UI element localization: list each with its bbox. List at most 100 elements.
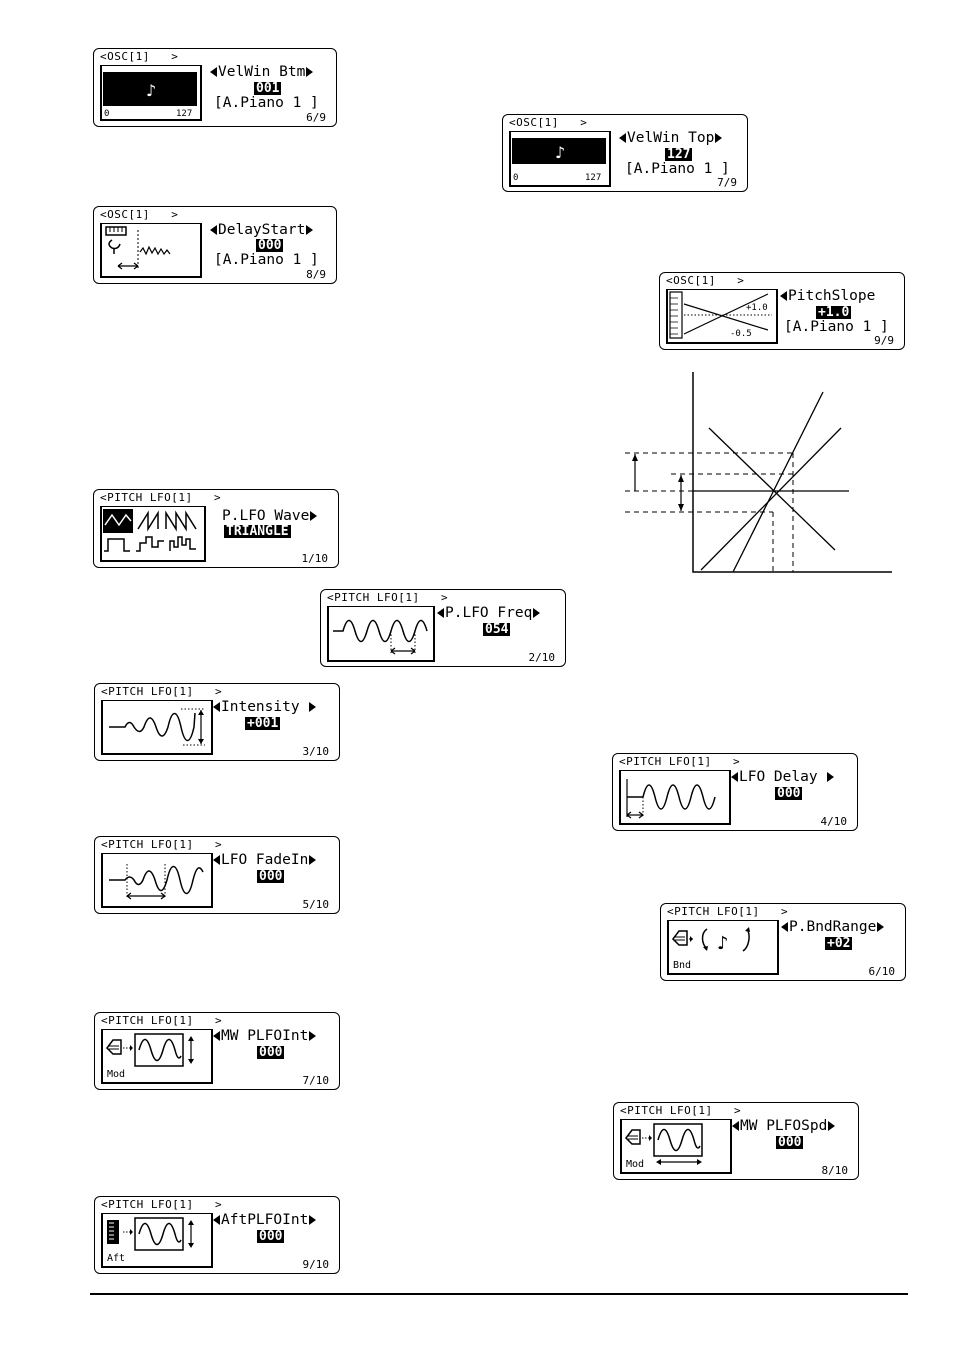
param-name[interactable]: PitchSlope [780,288,875,304]
screen-header: <OSC[1] > [100,50,179,63]
right-arrow-icon[interactable] [877,922,885,932]
screen-header: <PITCH LFO[1] > [620,1104,742,1117]
source-label: Aft [107,1253,125,1264]
param-name[interactable]: P.BndRange [781,919,885,935]
velocity-window-graphic: ♪ 0 127 [509,131,611,187]
param-value[interactable]: 000 [776,1135,804,1150]
left-arrow-icon[interactable] [210,67,217,77]
left-arrow-icon[interactable] [731,772,738,782]
lcd-aft-plfoint: <PITCH LFO[1] > Aft AftPLFOInt 000 9/10 [94,1196,340,1274]
range-min-label: 0 [104,109,109,118]
param-value[interactable]: +02 [825,936,853,951]
param-value[interactable]: 054 [483,622,511,637]
param-name[interactable]: MW PLFOSpd [732,1118,836,1134]
lcd-velwin-top: <OSC[1] > ♪ 0 127 VelWin Top 127 [A.Pian… [502,114,748,192]
page-indicator: 8/9 [306,268,326,281]
page-indicator: 2/10 [528,651,556,664]
param-name[interactable]: P.LFO Freq [437,605,541,621]
lcd-mw-plfospd: <PITCH LFO[1] > Mod MW PLFOSpd 000 8/10 [613,1102,859,1180]
left-arrow-icon[interactable] [619,133,626,143]
param-name[interactable]: AftPLFOInt [213,1212,317,1228]
page-indicator: 8/10 [821,1164,849,1177]
lfo-frequency-graphic [327,606,435,662]
param-name[interactable]: P.LFO Wave [222,508,318,524]
param-value[interactable]: 000 [775,786,803,801]
range-max-label: 127 [585,173,601,183]
lcd-p-bndrange: <PITCH LFO[1] > ♪ Bnd P.BndRange +02 6/1… [660,903,906,981]
right-arrow-icon[interactable] [309,1031,317,1041]
screen-header: <PITCH LFO[1] > [101,838,223,851]
page-indicator: 3/10 [302,745,330,758]
right-arrow-icon[interactable] [306,225,314,235]
slope-negative-label: -0.5 [730,329,752,339]
left-arrow-icon[interactable] [213,855,220,865]
lcd-plfo-wave: <PITCH LFO[1] > P.LFO Wave TRIANGLE 1/10 [93,489,339,568]
screen-header: <PITCH LFO[1] > [101,1198,223,1211]
param-value[interactable]: +001 [245,716,281,731]
right-arrow-icon[interactable] [309,702,317,712]
param-value[interactable]: +1.0 [816,305,852,320]
pitch-slope-graphic: +1.0 -0.5 [666,289,778,344]
left-arrow-icon[interactable] [213,1031,220,1041]
left-arrow-icon[interactable] [437,608,444,618]
source-label: Mod [626,1159,644,1170]
right-arrow-icon[interactable] [715,133,723,143]
lcd-pitch-slope: <OSC[1] > +1.0 -0.5 PitchSlope +1.0 [A.P… [659,272,905,350]
page-indicator: 6/10 [868,965,896,978]
right-arrow-icon[interactable] [306,67,314,77]
param-value[interactable]: 000 [256,238,284,253]
pitch-bend-graphic: ♪ Bnd [667,920,779,975]
left-arrow-icon[interactable] [732,1121,739,1131]
screen-header: <PITCH LFO[1] > [619,755,741,768]
slope-positive-label: +1.0 [746,303,768,313]
right-arrow-icon[interactable] [309,855,317,865]
right-arrow-icon[interactable] [310,511,318,521]
range-max-label: 127 [176,109,192,118]
left-arrow-icon[interactable] [210,225,217,235]
lfo-waveform-selector[interactable] [100,506,206,562]
page-indicator: 1/10 [301,552,329,565]
page-indicator: 7/9 [717,176,737,189]
param-name[interactable]: LFO FadeIn [213,852,317,868]
left-arrow-icon[interactable] [213,702,220,712]
param-value[interactable]: 000 [257,1229,285,1244]
lcd-plfo-freq: <PITCH LFO[1] > P.LFO Freq 054 2/10 [320,589,566,667]
modwheel-intensity-graphic: Mod [101,1029,213,1084]
screen-header: <OSC[1] > [666,274,745,287]
param-value[interactable]: 000 [257,869,285,884]
param-name[interactable]: MW PLFOInt [213,1028,317,1044]
page-indicator: 9/10 [302,1258,330,1271]
right-arrow-icon[interactable] [828,1121,836,1131]
param-name[interactable]: DelayStart [210,222,314,238]
source-label: Mod [107,1069,125,1080]
left-arrow-icon[interactable] [781,922,788,932]
svg-text:♪: ♪ [555,143,565,162]
left-arrow-icon[interactable] [213,1215,220,1225]
footer-rule [90,1293,908,1295]
screen-header: <PITCH LFO[1] > [667,905,789,918]
lcd-intensity: <PITCH LFO[1] > Intensity +001 3/10 [94,683,340,761]
lfo-fadein-graphic [101,853,213,908]
screen-header: <PITCH LFO[1] > [327,591,449,604]
velocity-window-graphic: ♪ 0 127 [100,65,202,121]
param-name[interactable]: LFO Delay [731,769,835,785]
param-name[interactable]: VelWin Btm [210,64,314,80]
patch-name: [A.Piano 1 ] [784,319,889,335]
param-name[interactable]: VelWin Top [619,130,723,146]
lcd-lfo-delay: <PITCH LFO[1] > LFO Delay 000 4/10 [612,753,858,831]
page-indicator: 4/10 [820,815,848,828]
left-arrow-icon[interactable] [780,291,787,301]
right-arrow-icon[interactable] [309,1215,317,1225]
param-value[interactable]: 127 [665,147,693,162]
patch-name: [A.Piano 1 ] [625,161,730,177]
param-value[interactable]: TRIANGLE [224,524,291,539]
pitch-slope-diagram [625,372,892,573]
page-indicator: 5/10 [302,898,330,911]
param-value[interactable]: 000 [257,1045,285,1060]
lfo-intensity-graphic [101,700,213,755]
param-value[interactable]: 001 [254,81,282,96]
aftertouch-intensity-graphic: Aft [101,1213,213,1268]
right-arrow-icon[interactable] [827,772,835,782]
param-name[interactable]: Intensity [213,699,317,715]
right-arrow-icon[interactable] [533,608,541,618]
